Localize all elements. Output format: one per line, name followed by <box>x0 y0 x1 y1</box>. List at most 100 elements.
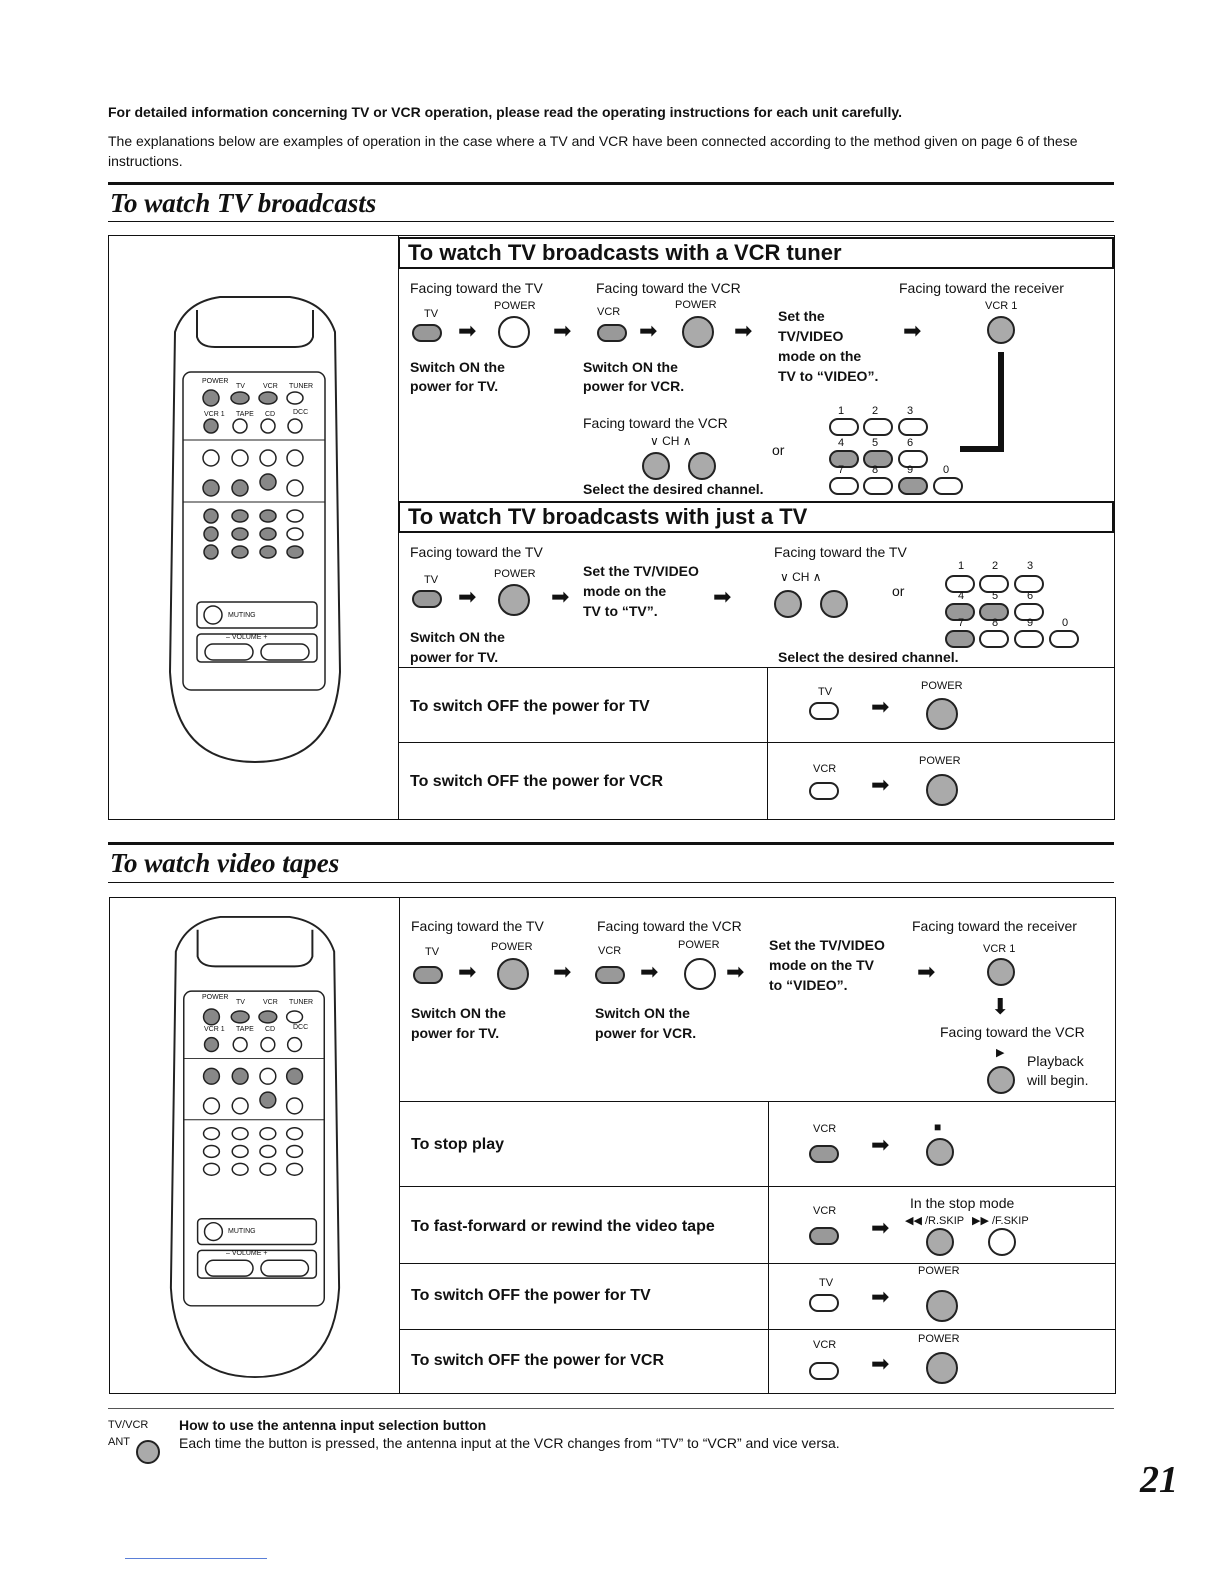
remote-label-dcc: DCC <box>293 1024 309 1031</box>
facing-vcr-label: Facing toward the VCR <box>940 1024 1085 1040</box>
stop-mode-label: In the stop mode <box>910 1195 1015 1211</box>
digit-button <box>945 603 975 621</box>
arrow-icon: ➡ <box>726 959 745 984</box>
power-button <box>498 584 530 616</box>
remote-label-muting: MUTING <box>228 612 256 619</box>
digit-button <box>829 450 859 468</box>
power-button <box>926 1352 958 1384</box>
row-label-switch-off-tv: To switch OFF the power for TV <box>410 698 650 715</box>
tv-label: TV <box>819 1277 834 1289</box>
divider <box>768 1101 769 1394</box>
fast-forward-button <box>988 1228 1016 1256</box>
footnote-rule <box>108 1408 1114 1409</box>
arrow-icon: ➡ <box>640 959 659 984</box>
vcr-label: VCR <box>597 306 621 318</box>
remote-label-cd: CD <box>265 1026 276 1033</box>
row-rule <box>399 1329 1116 1330</box>
tv-label: TV <box>425 946 440 958</box>
power-button <box>682 316 714 348</box>
digit-button <box>829 418 859 436</box>
section2-box <box>109 897 1116 1394</box>
arrow-icon: ➡ <box>871 1284 890 1309</box>
remote-label-tv: TV <box>236 999 245 1006</box>
digit-label: 0 <box>1062 617 1069 629</box>
remote-label-vcr1: VCR 1 <box>204 411 225 418</box>
section-title-video-tapes: To watch video tapes <box>110 848 340 878</box>
remote-label-tv: TV <box>236 383 245 390</box>
tv-button <box>809 1294 839 1312</box>
subsection-title-vcr-tuner: To watch TV broadcasts with a VCR tuner <box>398 237 1114 269</box>
remote-label-vcr: VCR <box>263 999 278 1006</box>
digit-button <box>979 575 1009 593</box>
switch-on-tv-line1: Switch ON the <box>410 629 505 645</box>
switch-on-vcr-line1: Switch ON the <box>595 1005 690 1021</box>
vcr-label: VCR <box>813 1205 837 1217</box>
row-rule <box>398 742 1114 743</box>
digit-label: 5 <box>872 437 879 449</box>
digit-label: 3 <box>1027 560 1034 572</box>
antenna-button <box>136 1440 160 1464</box>
arrow-icon: ➡ <box>917 959 936 984</box>
arrow-icon: ➡ <box>871 772 890 797</box>
facing-vcr-label: Facing toward the VCR <box>583 415 728 431</box>
digit-label: 5 <box>992 590 999 602</box>
digit-button <box>1014 603 1044 621</box>
digit-label: 8 <box>992 617 999 629</box>
vcr-button <box>809 782 839 800</box>
facing-vcr-label: Facing toward the VCR <box>597 918 742 934</box>
set-tvvideo-line1: Set the <box>778 308 825 324</box>
row-rule <box>399 1186 1116 1187</box>
flow-line <box>960 446 1004 452</box>
tv-label: TV <box>424 308 439 320</box>
vcr-label: VCR <box>813 763 837 775</box>
set-tvvideo-line2: mode on the TV <box>769 957 874 973</box>
page-number: 21 <box>1140 1459 1178 1501</box>
vcr-button <box>809 1227 839 1245</box>
tv-button <box>412 324 442 342</box>
switch-on-tv-line1: Switch ON the <box>411 1005 506 1021</box>
digit-button <box>979 603 1009 621</box>
playback-line1: Playback <box>1027 1053 1084 1069</box>
switch-on-vcr-line2: power for VCR. <box>583 378 685 394</box>
vcr1-label: VCR 1 <box>983 943 1016 955</box>
set-tvvideo-line2: TV/VIDEO <box>778 328 844 344</box>
arrow-icon: ➡ <box>553 959 572 984</box>
power-label: POWER <box>919 755 961 767</box>
section-rule <box>108 842 1114 845</box>
remote-control-illustration <box>168 296 342 764</box>
section1-box <box>108 235 1115 820</box>
divider <box>399 897 400 1394</box>
stop-button <box>926 1138 954 1166</box>
digit-button <box>898 418 928 436</box>
arrow-icon: ➡ <box>458 959 477 984</box>
select-channel-label: Select the desired channel. <box>778 649 959 665</box>
power-label: POWER <box>678 939 720 951</box>
digit-label: 7 <box>838 464 845 476</box>
tv-label: TV <box>424 574 439 586</box>
arrow-icon: ➡ <box>458 584 477 609</box>
row-label-switch-off-tv: To switch OFF the power for TV <box>411 1287 651 1304</box>
switch-on-tv-line2: power for TV. <box>410 378 499 394</box>
ch-up-button <box>820 590 848 618</box>
digit-button <box>945 630 975 648</box>
footnote-text: Each time the button is pressed, the ant… <box>179 1435 840 1451</box>
remote-label-tuner: TUNER <box>289 999 314 1006</box>
remote-label-dcc: DCC <box>293 409 309 416</box>
row-label-switch-off-vcr: To switch OFF the power for VCR <box>410 773 664 790</box>
footnote-title: How to use the antenna input selection b… <box>179 1417 487 1433</box>
digit-label: 4 <box>958 590 965 602</box>
digit-label: 1 <box>958 560 965 572</box>
vcr-label: VCR <box>598 945 622 957</box>
switch-on-tv-line2: power for TV. <box>410 649 499 665</box>
stop-icon: ■ <box>934 1120 942 1134</box>
tv-label: TV <box>818 686 833 698</box>
digit-label: 9 <box>907 464 914 476</box>
set-tvvideo-line1: Set the TV/VIDEO <box>769 937 885 953</box>
section-rule <box>108 182 1114 185</box>
digit-label: 9 <box>1027 617 1034 629</box>
vcr1-label: VCR 1 <box>985 300 1018 312</box>
power-label: POWER <box>494 300 536 312</box>
playback-line2: will begin. <box>1027 1072 1089 1088</box>
digit-button <box>898 477 928 495</box>
vcr-button <box>809 1145 839 1163</box>
